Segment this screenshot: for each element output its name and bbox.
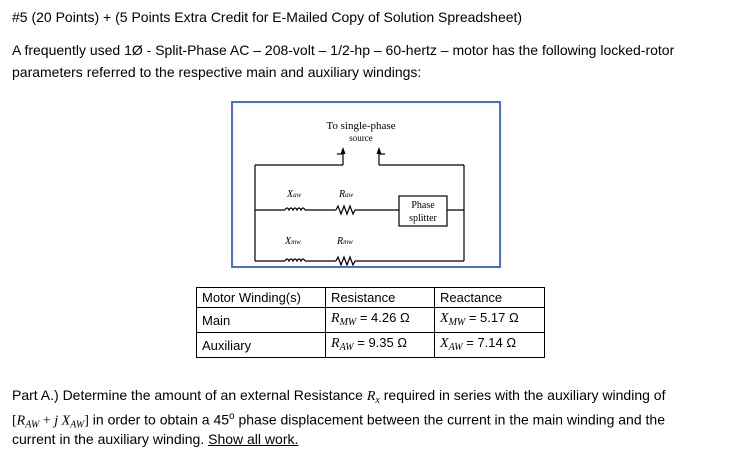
problem-header: #5 (20 Points) + (5 Points Extra Credit … (12, 9, 523, 25)
header-resistance: Resistance (325, 287, 435, 308)
table-header-row: Motor Winding(s) Resistance Reactance (196, 287, 545, 308)
label-x-mw: Xmw (284, 236, 301, 247)
source-label-line-1: To single-phase (326, 120, 395, 132)
cell-winding-auxiliary: Auxiliary (196, 332, 326, 358)
part-a-line-2: [RAW + j XAW] in order to obtain a 45o p… (12, 411, 665, 431)
label-r-aw: Raw (338, 189, 354, 200)
part-a-line-1: Part A.) Determine the amount of an exte… (12, 387, 666, 406)
phase-splitter-label-1: Phase (411, 200, 435, 211)
label-x-aw: Xaw (286, 189, 302, 200)
cell-winding-main: Main (196, 307, 326, 333)
cell-resistance-main: RMW = 4.26 Ω (325, 307, 435, 333)
show-all-work-emphasis: Show all work. (208, 431, 299, 447)
problem-intro-line-2: parameters referred to the respective ma… (12, 64, 422, 80)
problem-intro-line-1: A frequently used 1Ø - Split-Phase AC – … (12, 42, 675, 58)
part-a-line-3: current in the auxiliary winding. Show a… (12, 431, 299, 447)
source-label-line-2: source (349, 133, 373, 143)
header-motor-winding: Motor Winding(s) (196, 287, 326, 308)
cell-reactance-auxiliary: XAW = 7.14 Ω (434, 332, 545, 358)
winding-parameters-table: Motor Winding(s) Resistance Reactance Ma… (196, 287, 545, 358)
table-row-main: Main RMW = 4.26 Ω XMW = 5.17 Ω (196, 307, 545, 333)
table-row-auxiliary: Auxiliary RAW = 9.35 Ω XAW = 7.14 Ω (196, 332, 545, 358)
circuit-diagram: To single-phase source Xaw Raw Phase spl… (231, 101, 501, 268)
cell-reactance-main: XMW = 5.17 Ω (434, 307, 545, 333)
header-reactance: Reactance (434, 287, 545, 308)
label-r-mw: Rmw (336, 236, 353, 247)
phase-splitter-label-2: splitter (409, 213, 437, 224)
cell-resistance-auxiliary: RAW = 9.35 Ω (325, 332, 435, 358)
